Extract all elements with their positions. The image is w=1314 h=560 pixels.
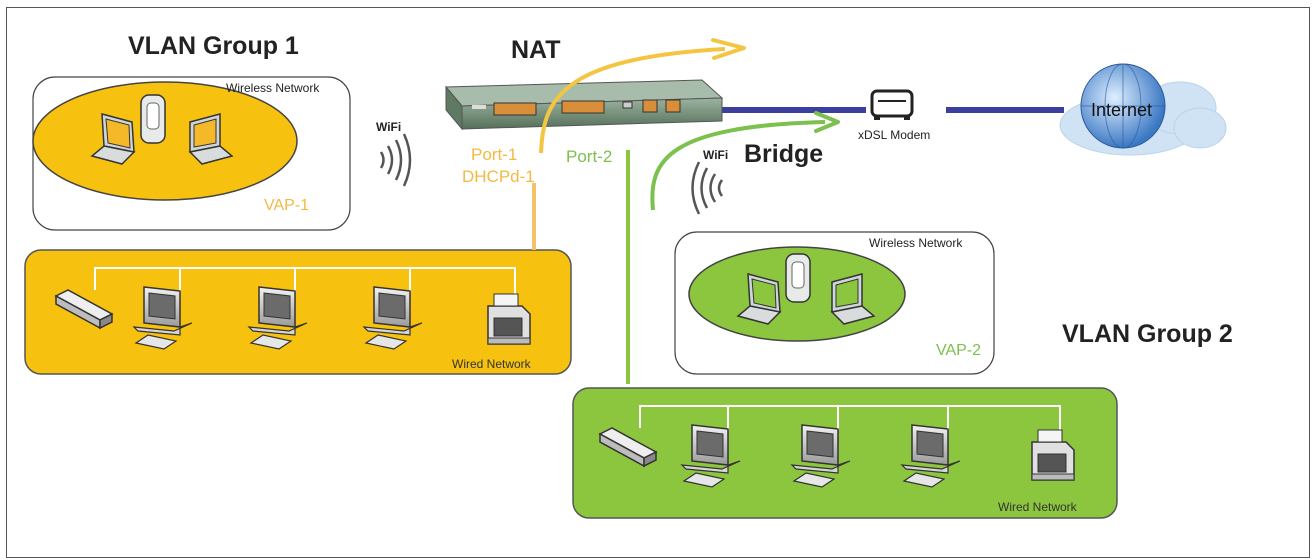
nat-arrow-head (711, 38, 746, 60)
wifi-label-right: WiFi (703, 148, 729, 162)
nat-label: NAT (511, 36, 561, 64)
vlan-group-2-title: VLAN Group 2 (1062, 320, 1233, 348)
port1-label: Port-1 (471, 145, 518, 164)
lan-cabling-2 (639, 405, 1061, 432)
printer-icon (1031, 429, 1075, 481)
desktop-pc-icon (900, 424, 961, 488)
vap1-label: VAP-1 (264, 197, 310, 214)
dhcp1-label: DHCPd-1 (462, 167, 535, 186)
laptop-icon (90, 113, 136, 165)
desktop-pc-icon (132, 286, 193, 350)
vap2-label: VAP-2 (936, 342, 982, 359)
bridge-arrow-head (814, 111, 840, 133)
wired-network-2-title: Wired Network (998, 500, 1077, 514)
laptop-icon (830, 273, 876, 325)
desktop-pc-icon (680, 424, 741, 488)
router-icon (444, 79, 724, 131)
lan-cabling-1 (94, 267, 516, 295)
bridge-label: Bridge (744, 140, 824, 168)
wifi-signal-icon (691, 161, 724, 215)
desktop-pc-icon (362, 286, 423, 350)
switch-icon (598, 427, 658, 468)
switch-icon (54, 289, 114, 330)
bridge-arrow (650, 120, 826, 211)
desktop-pc-icon (247, 286, 308, 350)
laptop-icon (188, 113, 234, 165)
diagram-frame (6, 7, 1310, 558)
port2-label: Port-2 (566, 147, 613, 166)
globe-grid (1081, 63, 1165, 149)
access-point-icon (785, 253, 811, 303)
printer-icon (487, 293, 531, 345)
modem-icon (870, 89, 914, 120)
desktop-pc-icon (790, 424, 851, 488)
access-point-icon (140, 94, 166, 144)
wired-network-1-title: Wired Network (452, 357, 531, 371)
wireless-network-2-title: Wireless Network (869, 236, 963, 250)
wifi-label-left: WiFi (376, 120, 402, 134)
nat-arrow (539, 47, 726, 154)
vlan-group-1-title: VLAN Group 1 (128, 32, 299, 60)
wireless-network-1-title: Wireless Network (226, 81, 320, 95)
wifi-signal-icon (379, 133, 412, 187)
xdsl-modem-label: xDSL Modem (858, 128, 931, 142)
internet-label: Internet (1091, 100, 1153, 120)
wireless-ellipse-1 (32, 81, 298, 201)
laptop-icon (736, 273, 782, 325)
